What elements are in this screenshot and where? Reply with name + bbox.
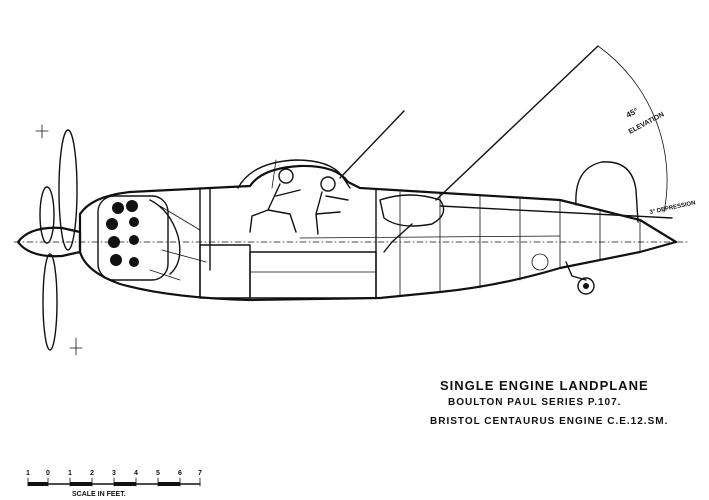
elevation-angle-label: 45° (625, 106, 640, 120)
crew-figures (249, 168, 349, 235)
scale-tick-label: 5 (156, 470, 160, 477)
scale-tick-label: 6 (178, 470, 182, 477)
radial-engine (97, 195, 207, 281)
scale-tick-label: 7 (198, 470, 202, 477)
scale-tick-label: 4 (134, 470, 138, 477)
propeller (16, 129, 82, 351)
depression-label: 3° DEPRESSION (649, 200, 696, 216)
title-engine: BRISTOL CENTAURUS ENGINE C.E.12.SM. (430, 416, 669, 427)
tailwheel (531, 253, 595, 295)
gun-turret (339, 45, 673, 253)
scale-tick-label: 1 (68, 470, 72, 477)
scale-tick-label: 0 (46, 470, 50, 477)
scale-caption: SCALE IN FEET. (72, 491, 126, 498)
title-block: SINGLE ENGINE LANDPLANE BOULTON PAUL SER… (430, 378, 700, 427)
scale-tick-label: 1 (26, 470, 30, 477)
title-main: SINGLE ENGINE LANDPLANE (440, 378, 649, 393)
canopy (237, 159, 351, 189)
scale-tick-label: 2 (90, 470, 94, 477)
structure-frames (199, 187, 641, 299)
title-series: BOULTON PAUL SERIES P.107. (448, 397, 622, 408)
registration-marks (35, 124, 83, 356)
scale-tick-label: 3 (112, 470, 116, 477)
scale-bar: 1 0 1 2 3 4 5 6 7 SCALE IN FEET. (26, 470, 202, 498)
elevation-arc (597, 45, 668, 213)
tail-fin (575, 161, 639, 223)
